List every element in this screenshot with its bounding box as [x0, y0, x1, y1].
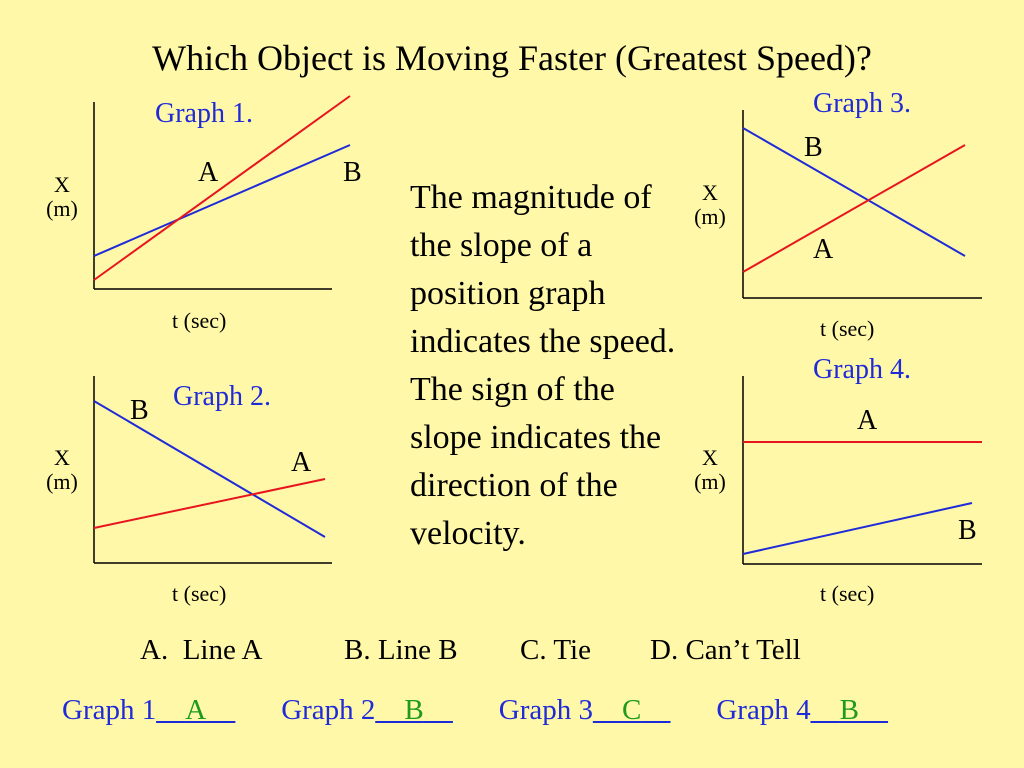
explanation-text: The magnitude of the slope of a position… — [410, 179, 676, 552]
graph-1-y-axis-label: X(m) — [46, 172, 78, 221]
slide-title: Which Object is Moving Faster (Greatest … — [152, 38, 872, 78]
choice-b: B. Line B — [344, 634, 458, 666]
graph-1-x-axis-label: t (sec) — [172, 308, 227, 333]
graph-2-title: Graph 2. — [173, 381, 271, 412]
graph-4-label-b: B — [958, 515, 977, 546]
graph-4-y-axis-label: X(m) — [694, 445, 726, 494]
graph-3-line-a — [742, 144, 966, 273]
graph-4-line-b — [742, 502, 973, 555]
graph-3-label-a: A — [813, 234, 834, 265]
graph-1-line-b — [93, 144, 351, 257]
graph-1-line-a — [93, 95, 351, 281]
graph-2-plot — [93, 376, 332, 564]
graph-4-label-a: A — [857, 405, 878, 436]
choice-d: D. Can’t Tell — [650, 634, 801, 666]
choice-a: A. Line A — [140, 634, 263, 666]
graph-3-x-axis-label: t (sec) — [820, 316, 875, 341]
graph-3-title: Graph 3. — [813, 88, 911, 119]
graph-1-label-b: B — [343, 157, 362, 188]
graph-2-line-a — [93, 478, 326, 529]
graph-2-x-axis-label: t (sec) — [172, 581, 227, 606]
graph-answers: Graph 1__A__ Graph 2__B__ Graph 3__C__ Grap… — [62, 692, 934, 728]
answer-graph-4: Graph 4__B__ — [716, 694, 888, 726]
answer-choices: A. Line A B. Line B C. Tie D. Can’t Tell — [140, 632, 801, 668]
graph-2-line-b — [93, 400, 326, 538]
graph-2-y-axis-label: X(m) — [46, 445, 78, 494]
graph-1-plot — [93, 95, 351, 290]
graph-3-plot — [742, 110, 982, 299]
graph-3-label-b: B — [804, 132, 823, 163]
graph-1-title: Graph 1. — [155, 98, 253, 129]
graph-2-label-b: B — [130, 395, 149, 426]
answer-graph-1: Graph 1__A__ — [62, 694, 236, 726]
graph-1-label-a: A — [198, 157, 219, 188]
graph-4-x-axis-label: t (sec) — [820, 581, 875, 606]
answer-graph-2: Graph 2__B__ — [281, 694, 453, 726]
graph-4-title: Graph 4. — [813, 354, 911, 385]
answer-graph-3: Graph 3__C__ — [498, 694, 671, 726]
graph-4-plot — [742, 376, 982, 565]
graph-3-line-b — [742, 127, 966, 257]
graph-3-y-axis-label: X(m) — [694, 180, 726, 229]
graph-2-label-a: A — [291, 447, 312, 478]
choice-c: C. Tie — [520, 634, 591, 666]
